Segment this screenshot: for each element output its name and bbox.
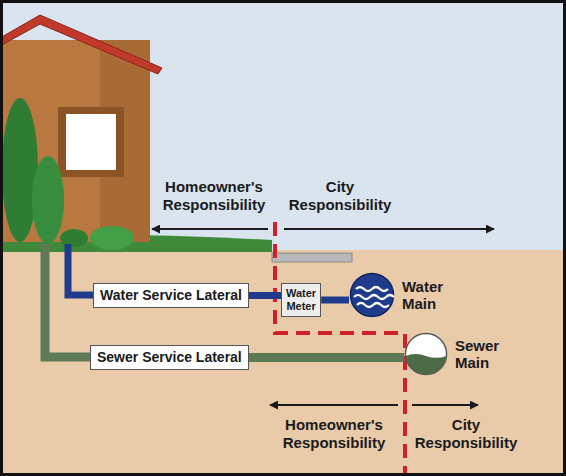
main-label: Water Main bbox=[402, 278, 443, 312]
arrow bbox=[152, 228, 268, 230]
responsibility-label: Homeowner's Responsibility bbox=[274, 416, 394, 452]
water-pipe bbox=[68, 244, 96, 295]
responsibility-label: City Responsibility bbox=[411, 416, 521, 452]
lateral-box: Water Service Lateral bbox=[93, 283, 249, 308]
pipe-connector bbox=[249, 292, 281, 299]
roof bbox=[0, 15, 162, 74]
node-text: Water Meter bbox=[286, 287, 316, 313]
tree bbox=[32, 156, 64, 244]
lateral-box: Sewer Service Lateral bbox=[90, 345, 249, 370]
responsibility-label: City Responsibility bbox=[285, 178, 395, 214]
sky bbox=[0, 0, 566, 250]
main-circle: Water Main bbox=[349, 272, 443, 318]
node-text: Sewer Service Lateral bbox=[97, 349, 242, 365]
arrow bbox=[270, 404, 398, 406]
node-text: Water Main bbox=[402, 278, 443, 312]
sidewalk bbox=[272, 253, 352, 262]
boundary-line bbox=[275, 222, 405, 474]
responsibility-label: Homeowner's Responsibility bbox=[154, 178, 274, 214]
window-frame bbox=[58, 107, 124, 177]
pipe-connector bbox=[321, 297, 349, 304]
window bbox=[66, 114, 116, 170]
main-label: Sewer Main bbox=[455, 337, 499, 371]
shrub bbox=[90, 226, 134, 250]
sewer-pipe bbox=[45, 244, 93, 357]
ground bbox=[0, 250, 566, 476]
water-main-symbol bbox=[349, 272, 395, 318]
tree bbox=[2, 98, 38, 242]
arrow bbox=[412, 404, 478, 406]
node-text: Sewer Main bbox=[455, 337, 499, 371]
shrub bbox=[60, 229, 88, 247]
meter-box: Water Meter bbox=[281, 283, 321, 317]
node-text: Water Service Lateral bbox=[100, 287, 242, 303]
house-wall bbox=[0, 40, 150, 242]
sewer-main-symbol bbox=[404, 332, 448, 376]
arrow bbox=[284, 228, 494, 230]
main-circle: Sewer Main bbox=[404, 332, 499, 376]
pipe-connector bbox=[249, 353, 404, 362]
